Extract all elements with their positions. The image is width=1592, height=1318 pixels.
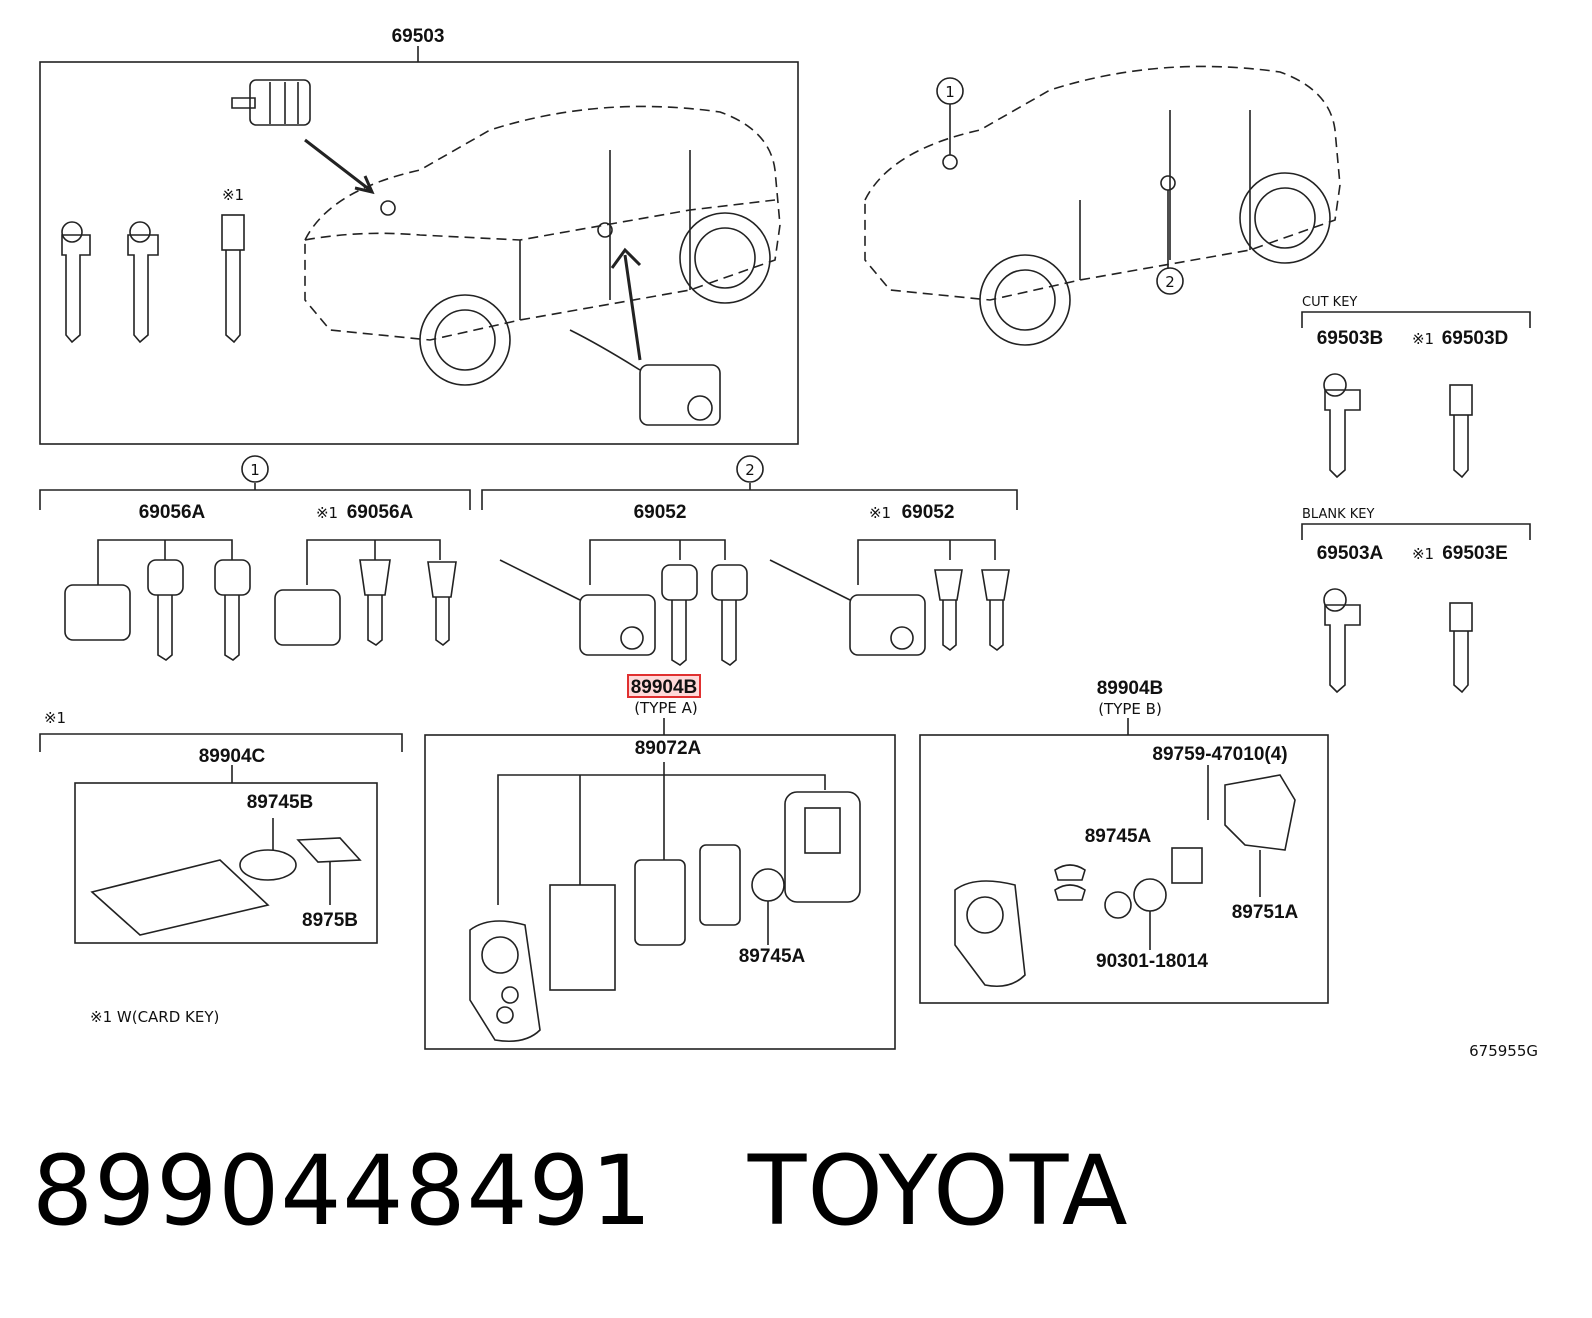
part-89745A-type-a[interactable]: 89745A [739, 946, 806, 967]
note-mark-69503D: ※1 [1412, 330, 1434, 348]
part-69503A[interactable]: 69503A [1317, 543, 1384, 564]
part-89751A[interactable]: 89751A [1232, 902, 1299, 923]
note-mark-69503E: ※1 [1412, 545, 1434, 563]
lock-and-keys-set-1 [64, 559, 457, 661]
box-69503 [39, 61, 799, 445]
circle-ref-2-top: 2 [1165, 273, 1175, 291]
part-89904B-type-a[interactable]: 89904B [631, 677, 698, 698]
ignition-cylinder-icon [231, 79, 311, 126]
part-89745B[interactable]: 89745B [247, 792, 314, 813]
lock-and-keys-set-2 [499, 559, 1010, 666]
type-a-remote-parts [469, 791, 861, 1043]
note-mark-top: ※1 [222, 186, 244, 204]
part-89759-47010[interactable]: 89759-47010(4) [1152, 744, 1287, 765]
circle-ref-2: 2 [745, 461, 755, 479]
blank-key-label: BLANK KEY [1302, 507, 1374, 522]
box-type-b [919, 734, 1329, 1004]
car-illustration-right [864, 65, 1341, 346]
key-icons-top-left [61, 214, 245, 344]
footer-caption: 8990448491 TOYOTA [32, 1135, 1129, 1247]
part-69503B[interactable]: 69503B [1317, 328, 1384, 349]
highlight-box [627, 674, 701, 698]
door-cylinder-icon [569, 329, 721, 426]
part-89072A[interactable]: 89072A [635, 738, 702, 759]
part-69052-1[interactable]: 69052 [634, 502, 687, 523]
footer-part-number: 8990448491 [32, 1135, 653, 1247]
cut-key-label: CUT KEY [1302, 295, 1357, 310]
part-89745A-type-b[interactable]: 89745A [1085, 826, 1152, 847]
note-mark-69056A: ※1 [316, 504, 338, 522]
type-a-label: (TYPE A) [634, 699, 698, 717]
footer-brand: TOYOTA [747, 1135, 1129, 1247]
box-type-a [424, 734, 896, 1050]
circle-ref-1-top: 1 [945, 83, 955, 101]
circle-ref-1: 1 [250, 461, 260, 479]
cut-key-icons [1323, 373, 1473, 479]
part-69052-2[interactable]: 69052 [902, 502, 955, 523]
part-8975B[interactable]: 8975B [302, 910, 358, 931]
title-69503: 69503 [392, 26, 445, 47]
type-b-remote-parts [954, 765, 1296, 988]
part-69503D[interactable]: 69503D [1442, 328, 1509, 349]
note-mark-card: ※1 [44, 709, 66, 727]
car-illustration-left [304, 105, 781, 386]
part-89904C[interactable]: 89904C [199, 746, 266, 767]
box-89904C [74, 782, 378, 944]
part-69056A-2[interactable]: 69056A [347, 502, 414, 523]
part-69056A-1[interactable]: 69056A [139, 502, 206, 523]
type-b-label: (TYPE B) [1098, 700, 1162, 718]
card-key-icon [90, 818, 362, 936]
part-89904B-type-b[interactable]: 89904B [1097, 678, 1164, 699]
part-90301-18014[interactable]: 90301-18014 [1096, 951, 1208, 972]
part-69503E[interactable]: 69503E [1442, 543, 1508, 564]
figure-code: 675955G [1469, 1042, 1538, 1060]
card-key-note: ※1 W(CARD KEY) [90, 1008, 219, 1026]
blank-key-icons [1323, 588, 1473, 694]
note-mark-69052: ※1 [869, 504, 891, 522]
